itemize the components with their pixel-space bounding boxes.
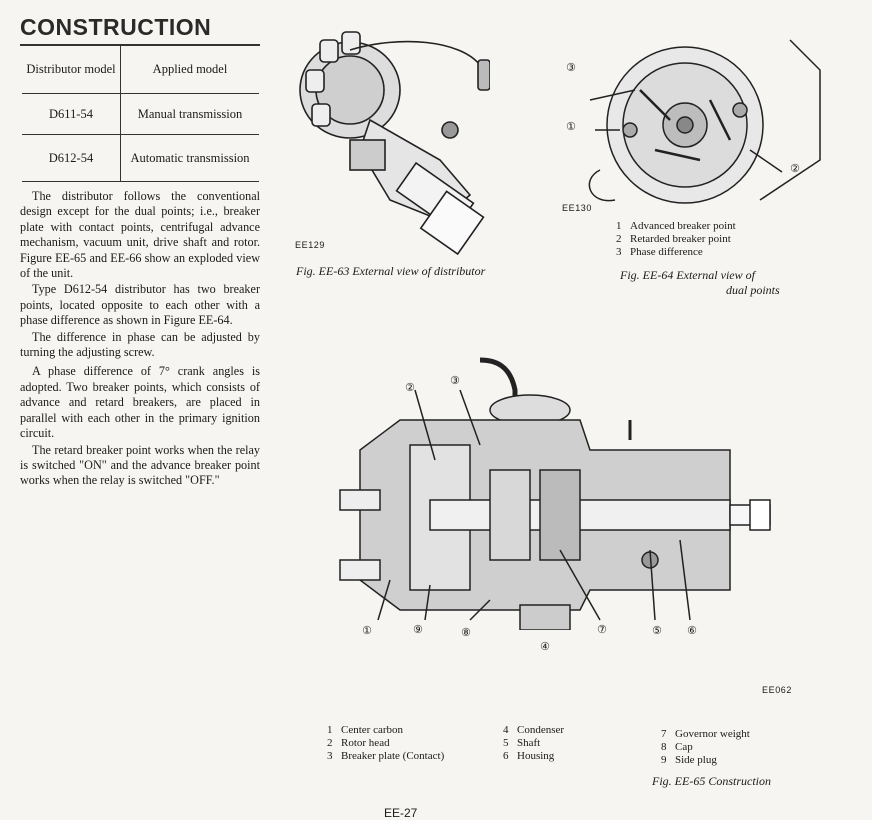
paragraph: Type D612-54 distributor has two breaker… <box>20 282 260 328</box>
callout-marker: ⑨ <box>413 624 423 636</box>
paragraph: The distributor follows the conventional… <box>20 189 260 281</box>
figure-code: EE062 <box>762 685 793 695</box>
body-text: The distributor follows the conventional… <box>20 189 260 490</box>
table-cell: Automatic transmission <box>120 134 259 182</box>
table-row: D612-54 Automatic transmission <box>22 134 259 182</box>
table-cell: D612-54 <box>22 134 121 182</box>
table-row: D611-54 Manual transmission <box>22 93 259 135</box>
paragraph: A phase difference of 7° crank angles is… <box>20 364 260 441</box>
callout-marker: ② <box>790 163 800 175</box>
figure-caption: Fig. EE-63 External view of distributor <box>296 264 486 278</box>
section-heading: CONSTRUCTION <box>20 14 212 40</box>
callout-marker: ① <box>566 121 576 133</box>
paragraph: The retard breaker point works when the … <box>20 442 260 488</box>
callout-marker: ③ <box>566 62 576 74</box>
figure-caption: dual points <box>726 283 780 297</box>
callout-marker: ③ <box>450 375 460 387</box>
callout-marker: ⑦ <box>597 624 607 636</box>
table-cell: D611-54 <box>22 93 121 135</box>
distributor-external-illustration <box>299 31 490 255</box>
table-header-row: Distributor model Applied model <box>22 44 259 94</box>
dual-points-illustration <box>588 39 821 204</box>
figure-caption: Fig. EE-64 External view of <box>620 268 755 282</box>
callout-marker: ⑧ <box>461 627 471 639</box>
table-header-cell: Distributor model <box>22 44 121 94</box>
figure-code: EE130 <box>562 203 593 213</box>
distributor-cross-section-illustration <box>339 357 771 630</box>
table-cell: Manual transmission <box>120 93 259 135</box>
distributor-model-table: Distributor model Applied model D611-54 … <box>22 44 259 182</box>
page-number: EE-27 <box>384 806 418 820</box>
callout-marker: ④ <box>540 641 550 653</box>
callout-marker: ① <box>362 625 372 637</box>
callout-marker: ⑤ <box>652 625 662 637</box>
table-header-cell: Applied model <box>120 44 259 94</box>
callout-marker: ⑥ <box>687 625 697 637</box>
figure-code: EE129 <box>295 240 326 250</box>
callout-marker: ② <box>405 382 415 394</box>
paragraph: The difference in phase can be adjusted … <box>20 329 260 360</box>
figure-caption: Fig. EE-65 Construction <box>652 774 771 788</box>
